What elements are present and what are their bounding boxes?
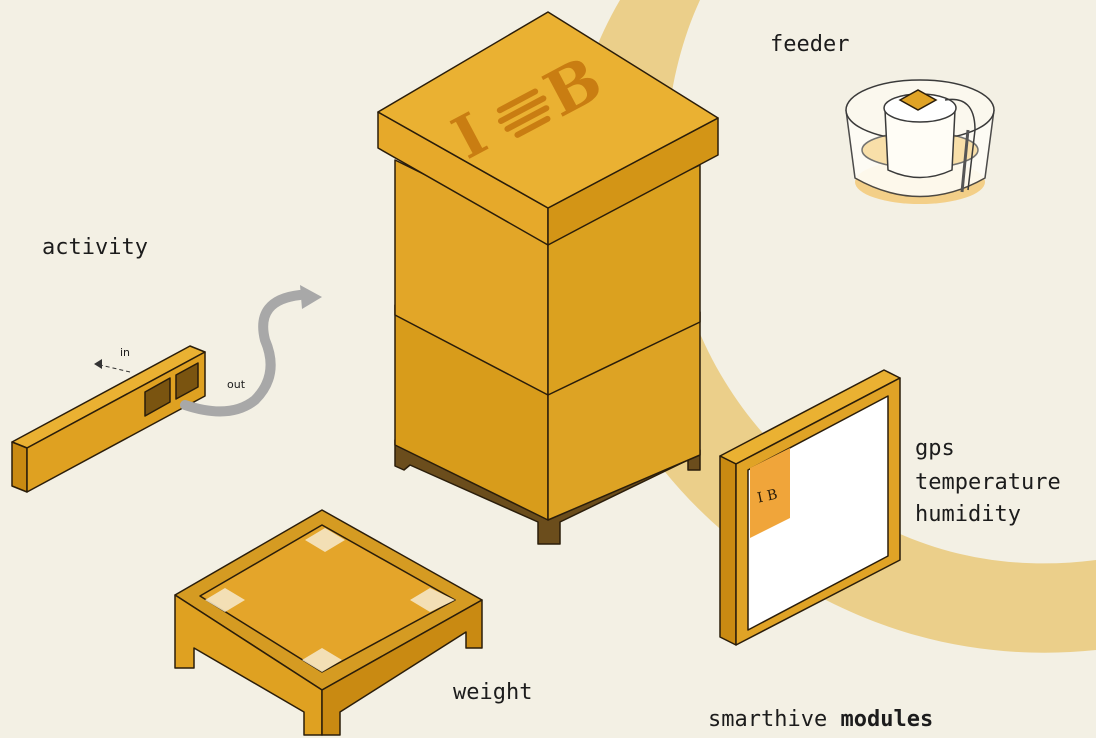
feeder-module — [845, 79, 995, 204]
label-activity: activity — [42, 235, 148, 260]
activity-module — [11, 345, 206, 493]
activity-gate-2 — [175, 362, 199, 400]
diagram-title: smarthive modules — [708, 707, 933, 732]
label-feeder: feeder — [770, 32, 850, 57]
label-gps: gps — [915, 436, 955, 461]
logo-bee-stripes — [496, 88, 551, 138]
background-ring — [567, 0, 1096, 653]
label-flow-out: out — [227, 378, 246, 391]
title-prefix: smarthive — [708, 707, 828, 732]
label-weight: weight — [453, 680, 533, 705]
sensor-chip — [750, 448, 790, 538]
weight-load-cells — [205, 528, 455, 672]
label-flow-in: in — [120, 346, 131, 359]
sensor-chip-logo: I B — [756, 487, 779, 507]
sensor-panel-module: I B — [719, 369, 901, 646]
weight-module — [174, 509, 483, 736]
hive: I B — [377, 11, 719, 545]
activity-gate-1 — [144, 377, 171, 417]
label-humidity: humidity — [915, 502, 1021, 527]
label-temperature: temperature — [915, 470, 1061, 495]
title-bold: modules — [840, 707, 934, 732]
activity-flow-arrows — [94, 285, 322, 417]
